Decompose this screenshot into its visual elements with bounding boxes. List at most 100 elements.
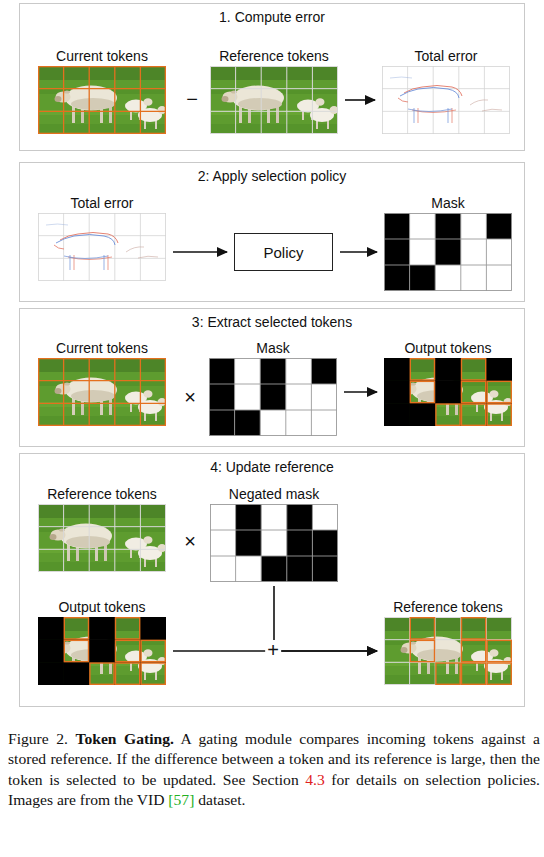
illustration-line [210,556,338,557]
illustration-rect [287,530,313,556]
token-image [38,617,166,685]
illustration-rect [312,556,338,582]
illustration-rect [239,106,242,123]
illustration-rect [462,381,486,402]
illustration-rect [209,358,337,436]
illustration-ellipse [66,536,110,548]
token-image [210,66,338,134]
illustration-rect [487,640,511,661]
token-image [38,66,166,134]
illustration-rect [410,381,434,402]
illustration-line [210,111,338,112]
illustration-rect [39,505,166,572]
illustration-path [56,235,115,246]
illustration-ellipse [238,98,282,110]
illustration-line [209,384,337,385]
grid-label: Current tokens [18,340,186,356]
illustration-line [285,358,286,436]
grid-label: Output tokens [364,340,532,356]
illustration-rect [104,544,107,561]
illustration-rect [382,66,510,134]
illustration-line [235,66,236,134]
illustration-rect [384,617,512,631]
illustration-rect [385,618,512,685]
illustration-line [140,66,141,134]
illustration-rect [384,358,512,426]
token-image [384,617,512,685]
illustration-rect [210,66,338,80]
illustration-rect [89,640,115,663]
illustration-rect [384,381,410,404]
illustration-path [470,100,502,111]
illustration-rect [462,359,486,380]
illustration-ellipse [71,390,115,402]
illustration-rect [435,358,461,381]
illustration-rect [385,359,512,426]
token-image [38,213,166,281]
token-image [38,358,166,426]
illustration-ellipse [490,390,499,398]
illustration-line [63,358,64,426]
illustration-ellipse [64,90,70,93]
illustration-line [311,358,312,436]
illustration-rect [38,504,166,518]
illustration-ellipse [330,106,339,114]
illustration-rect [462,663,486,684]
illustration-line [486,213,487,291]
illustration-line [210,88,338,89]
illustration-rect [72,398,75,415]
illustration-line [38,380,166,381]
illustration-rect [38,213,165,280]
illustration-ellipse [55,96,62,102]
illustration-line [261,66,262,134]
panel-heading: 2: Apply selection policy [20,168,524,184]
grid-label: Reference tokens [364,599,532,615]
caption-emphasis: Token Gating. [76,730,174,747]
illustration-rect [486,358,512,381]
illustration-rect [210,504,338,582]
illustration-rect [487,381,511,402]
illustration-rect [462,640,486,661]
grid-label: Total error [18,195,186,211]
illustration-rect [486,213,512,239]
illustration-ellipse [65,637,117,662]
illustration-rect [38,562,166,572]
illustration-path [412,108,456,123]
panel-heading: 1. Compute error [20,9,524,25]
illustration-ellipse [222,96,229,102]
illustration-rect [410,403,436,426]
illustration-ellipse [71,98,115,110]
illustration-rect [109,106,112,123]
illustration-rect [140,617,166,640]
token-grid: Total error [382,48,510,134]
grid-label: Negated mask [190,486,358,502]
grid-label: Output tokens [18,599,186,615]
token-image [38,617,166,685]
illustration-line [38,403,166,404]
illustration-rect [90,663,114,684]
token-image [384,213,512,291]
illustration-rect [287,504,313,530]
token-image [384,358,512,426]
illustration-path [390,77,412,78]
illustration-line [234,358,235,436]
illustration-rect [418,657,421,674]
illustration-rect [39,359,166,426]
illustration-rect [38,358,166,372]
illustration-rect [38,640,64,663]
illustration-path [400,88,459,99]
illustration-rect [211,67,338,134]
operator-symbol: × [182,387,198,407]
grid-label: Mask [189,340,357,356]
token-image [38,213,166,281]
panel-heading: 4: Update reference [20,459,524,475]
illustration-line [260,358,261,436]
illustration-line [286,504,287,582]
illustration-path [126,247,158,258]
illustration-rect [141,640,165,661]
illustration-ellipse [64,382,70,385]
illustration-line [409,213,410,291]
illustration-rect [384,617,512,685]
illustration-line [433,66,434,134]
illustration-line [407,66,408,134]
